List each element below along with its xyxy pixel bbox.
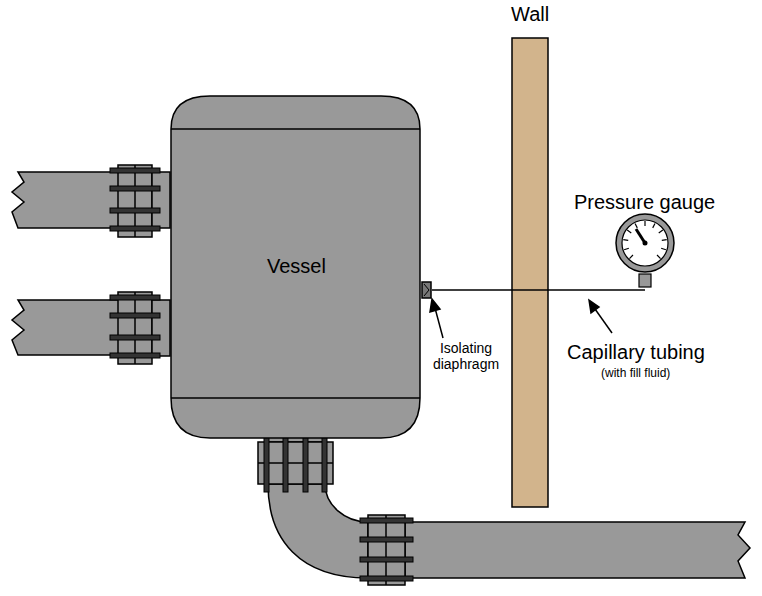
elbow — [268, 484, 368, 578]
wall — [512, 38, 548, 507]
pipe — [405, 522, 750, 578]
flange — [368, 515, 405, 585]
pipe-stub — [152, 300, 170, 356]
node-label: Vessel — [267, 255, 326, 277]
callout-label: Capillary tubing — [567, 341, 705, 364]
pipe — [12, 172, 118, 228]
vessel: Vessel — [170, 95, 422, 440]
capillary-tubing — [432, 289, 645, 291]
callout-note: (with fill fluid) — [601, 367, 670, 381]
wall-label: Wall — [511, 3, 549, 26]
callout-label: Isolating diaphragm — [426, 340, 506, 372]
isolating-diaphragm — [422, 282, 431, 298]
node-label: Pressure gauge — [574, 191, 715, 213]
pressure-gauge: Pressure gauge — [570, 190, 720, 290]
pipe-stub — [152, 172, 170, 228]
pipe — [12, 300, 118, 355]
leader-line — [430, 299, 612, 338]
